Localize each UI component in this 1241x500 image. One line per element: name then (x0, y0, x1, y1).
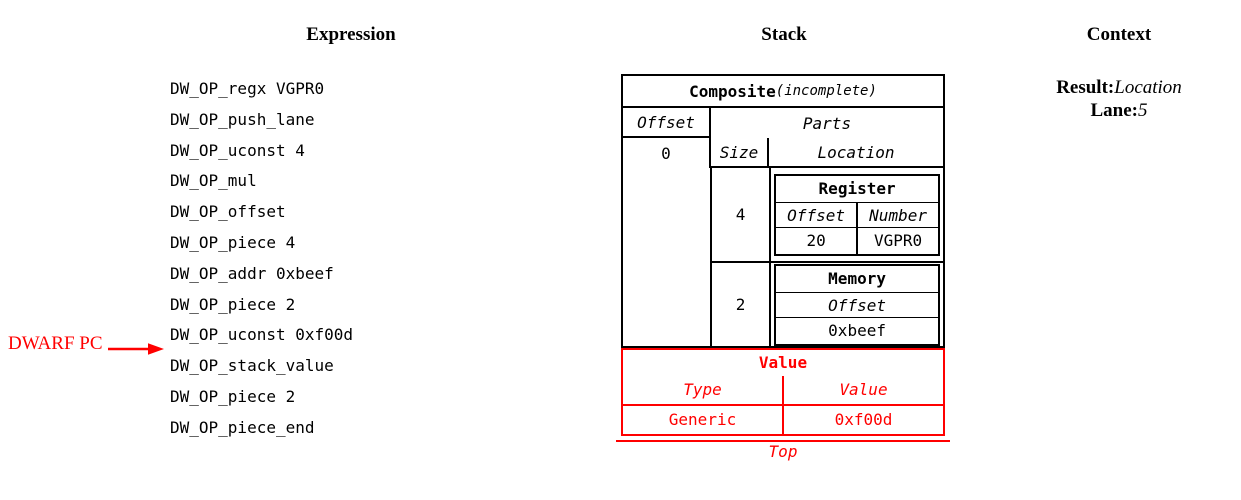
location-register-col-offset: Offset (776, 201, 859, 228)
context-entry-result: Result:Location (1019, 76, 1219, 99)
location-register-number-value: VGPR0 (873, 230, 923, 250)
composite-offset-header: Offset (623, 108, 711, 138)
page-title-expression: Expression (306, 24, 396, 45)
location-register-offset-value: 20 (776, 227, 859, 254)
location-register-box: Register Offset Number 20 VGPR0 (774, 173, 941, 256)
location-memory-col-offset: Offset (776, 291, 939, 318)
expression-line: DW_OP_regx VGPR0 (170, 79, 325, 98)
location-register-title: Register (818, 178, 896, 198)
composite-size-header: Size (711, 138, 769, 168)
context-panel: Result:Location Lane:5 (1019, 76, 1219, 122)
composite-part-row: 4 Register Offset Number 20 VGPR0 (623, 168, 943, 263)
dwarf-pc-label: DWARF PC (8, 333, 103, 354)
expression-line: DW_OP_uconst 0xf00d (170, 325, 354, 345)
composite-location-header: Location (769, 138, 943, 168)
value-col-type: Type (623, 376, 784, 404)
context-value-result: Location (1114, 77, 1182, 98)
expression-line-current: DW_OP_stack_value (170, 356, 334, 376)
expression-line: DW_OP_offset (170, 202, 286, 222)
location-register-col-number: Number (858, 201, 939, 228)
composite-offset-spacer (623, 168, 712, 263)
context-entry-lane: Lane:5 (1019, 99, 1219, 122)
expression-line: DW_OP_push_lane (170, 109, 315, 129)
value-type-cell: Generic (623, 406, 784, 434)
expression-line: DW_OP_piece 2 (170, 294, 296, 314)
value-value-cell: 0xf00d (834, 410, 893, 429)
context-key-result: Result: (1056, 77, 1115, 98)
expression-line: DW_OP_piece_end (170, 417, 315, 437)
page-title-stack: Stack (761, 24, 807, 45)
dwarf-pc-arrow-icon (108, 343, 164, 355)
stack-top-label: Top (768, 442, 798, 461)
expression-line: DW_OP_addr 0xbeef (170, 263, 334, 283)
composite-part-size: 4 (711, 168, 772, 263)
composite-part-location: Memory Offset 0xbeef (771, 263, 943, 346)
composite-title-qualifier: (incomplete) (775, 83, 877, 99)
context-value-lane: 5 (1138, 100, 1148, 121)
expression-line: DW_OP_piece 4 (170, 232, 296, 252)
expression-list: DW_OP_regx VGPR0 DW_OP_push_lane DW_OP_u… (170, 74, 353, 444)
stack-composite-table: Composite(incomplete) Offset Parts 0 Siz… (621, 74, 945, 348)
value-col-value: Value (839, 380, 888, 399)
stack-top-divider (616, 440, 950, 442)
value-data-row: Generic 0xf00d (623, 404, 943, 434)
location-memory-box: Memory Offset 0xbeef (774, 263, 941, 346)
composite-title-name: Composite (689, 81, 776, 101)
expression-line: DW_OP_mul (170, 171, 257, 191)
stack-value-table: Value Type Value Generic 0xf00d (621, 348, 945, 436)
expression-line: DW_OP_piece 2 (170, 386, 296, 406)
location-memory-offset-value: 0xbeef (828, 320, 886, 340)
value-title: Value (758, 353, 808, 372)
location-memory-title: Memory (828, 268, 886, 288)
composite-part-location: Register Offset Number 20 VGPR0 (771, 168, 943, 263)
composite-part-size: 2 (712, 263, 772, 346)
context-key-lane: Lane: (1090, 100, 1139, 121)
page-title-context: Context (1086, 24, 1152, 45)
composite-parts-header: Parts (802, 113, 852, 133)
value-header-row: Type Value (623, 376, 943, 404)
composite-offset-spacer (623, 263, 712, 346)
composite-offset-value: 0 (623, 138, 711, 168)
composite-part-row: 2 Memory Offset 0xbeef (623, 263, 943, 346)
composite-title: Composite(incomplete) (623, 76, 943, 106)
expression-line: DW_OP_uconst 4 (170, 140, 305, 160)
